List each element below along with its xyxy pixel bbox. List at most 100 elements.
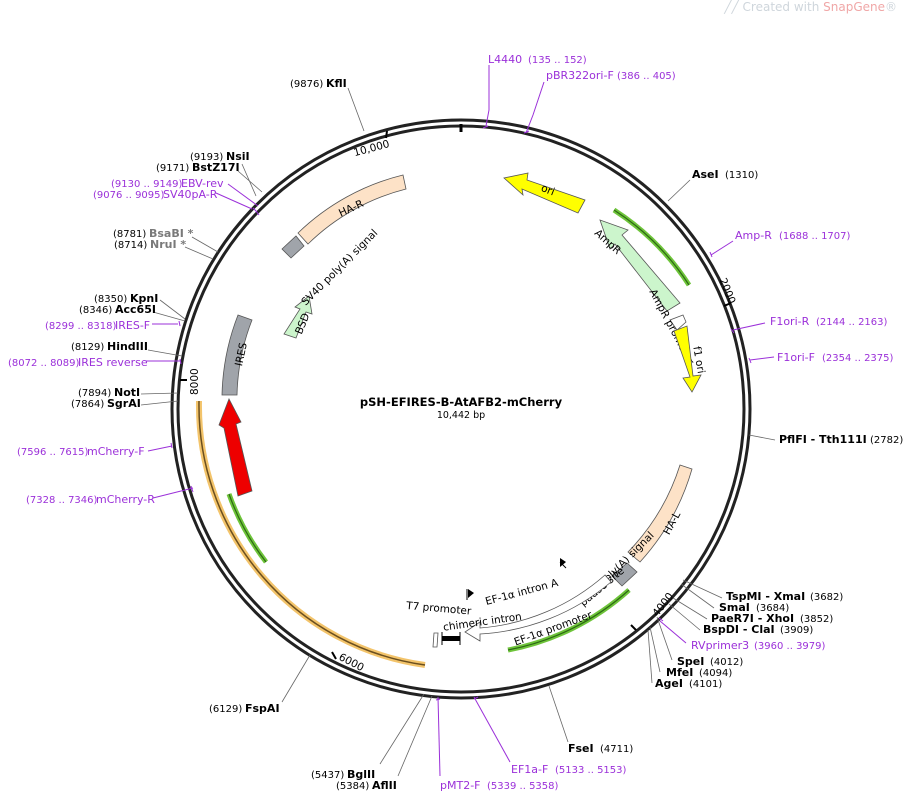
primer-mcherry-f-name: mCherry-F [87, 445, 145, 458]
site-kpni-pos: (8350) [94, 294, 127, 305]
primer-pmt2-f-range: (5339 .. 5358) [487, 781, 559, 792]
site-sgrai[interactable]: (7864) SgrAI [71, 397, 141, 410]
primer-ires-reverse-range: (8072 .. 8089) [8, 358, 80, 369]
site-nrui-name: NruI * [150, 238, 186, 251]
feature-label-ori: ori [539, 182, 556, 198]
tick-label-8000: 8000 [189, 368, 201, 395]
site-nsii-pos: (9193) [190, 152, 223, 163]
site-fsei[interactable]: FseI (4711) [568, 742, 633, 755]
site-spei-name: SpeI [677, 655, 704, 668]
site-bstz17i-name: BstZ17I [192, 161, 240, 174]
feature-ires [221, 314, 253, 396]
site-bsabi[interactable]: (8781) BsaBI * [113, 227, 194, 240]
watermark-reg: ® [885, 0, 897, 14]
site-agei[interactable]: AgeI (4101) [655, 677, 722, 690]
primer-l4440-name: L4440 [488, 53, 522, 66]
site-nsii[interactable]: (9193) NsiI [190, 150, 250, 163]
site-paer7i-xhoi[interactable]: PaeR7I - XhoI (3852) [711, 612, 833, 625]
site-smai-name: SmaI [719, 601, 750, 614]
site-hindiii-name: HindIII [107, 340, 148, 353]
primer-mcherry-r-name: mCherry-R [96, 493, 155, 506]
site-fsei-name: FseI [568, 742, 594, 755]
primer-f1ori-f-name: F1ori-F [777, 351, 815, 364]
primer-pbr322ori-f[interactable]: pBR322ori-F (386 .. 405) [546, 69, 676, 82]
site-kfli[interactable]: (9876) KflI [290, 77, 347, 90]
primer-ef1a-f[interactable]: EF1a-F (5133 .. 5153) [511, 763, 627, 776]
primer-f1ori-f[interactable]: F1ori-F (2354 .. 2375) [777, 351, 894, 364]
site-acc65i[interactable]: (8346) Acc65I [79, 303, 156, 316]
primer-sv40pa-r-range: (9076 .. 9095) [93, 190, 165, 201]
site-aflii-name: AflII [372, 779, 397, 792]
site-smai[interactable]: SmaI (3684) [719, 601, 789, 614]
orf-arcs [195, 207, 692, 668]
primer-l4440[interactable]: L4440 (135 .. 152) [488, 53, 587, 66]
feature-label-t7-promoter: T7 promoter [405, 600, 473, 618]
primer-pmt2-f[interactable]: pMT2-F (5339 .. 5358) [440, 779, 559, 792]
site-pflfi-pos: (2782) [870, 435, 903, 446]
primer-ires-f-name: IRES-F [115, 319, 150, 332]
primer-mcherry-r-range: (7328 .. 7346) [26, 495, 98, 506]
site-fspai[interactable]: (6129) FspAI [209, 702, 280, 715]
site-bspdi-name: BspDI - ClaI [703, 623, 775, 636]
feature-polya-signal [611, 562, 638, 587]
primer-ires-reverse[interactable]: (8072 .. 8089) IRES reverse [8, 356, 148, 369]
plasmid-name: pSH-EFIRES-B-AtAFB2-mCherry [360, 395, 563, 409]
primer-ef1a-f-range: (5133 .. 5153) [555, 765, 627, 776]
primer-rvprimer3[interactable]: RVprimer3 (3960 .. 3979) [691, 639, 826, 652]
site-pflfi-name: PflFI - Tth111I [779, 433, 867, 446]
site-noti-pos: (7894) [78, 388, 111, 399]
primer-mcherry-f[interactable]: (7596 .. 7615) mCherry-F [17, 445, 145, 458]
site-kfli-name: KflI [326, 77, 347, 90]
primer-sv40pa-r[interactable]: (9076 .. 9095) SV40pA-R [93, 188, 218, 201]
primer-mcherry-r[interactable]: (7328 .. 7346) mCherry-R [26, 493, 155, 506]
site-nrui[interactable]: (8714) NruI * [114, 238, 186, 251]
site-bstz17i[interactable]: (9171) BstZ17I [156, 161, 240, 174]
watermark-brand: SnapGene [823, 0, 885, 14]
site-asei[interactable]: AseI (1310) [692, 168, 758, 181]
feature-ampr [599, 219, 681, 312]
site-tspmi-name: TspMI - XmaI [726, 590, 805, 603]
site-kpni[interactable]: (8350) KpnI [94, 292, 158, 305]
site-acc65i-name: Acc65I [115, 303, 156, 316]
primer-f1ori-r[interactable]: F1ori-R (2144 .. 2163) [770, 315, 888, 328]
site-noti[interactable]: (7894) NotI [78, 386, 140, 399]
primer-ebv-rev-range: (9130 .. 9149) [111, 179, 183, 190]
site-spei[interactable]: SpeI (4012) [677, 655, 743, 668]
site-hindiii-pos: (8129) [71, 342, 104, 353]
snapgene-logo-icon: ╱╱ [724, 0, 743, 14]
site-bspdi-clai[interactable]: BspDI - ClaI (3909) [703, 623, 813, 636]
site-mfei[interactable]: MfeI (4094) [666, 666, 732, 679]
primer-ebv-rev[interactable]: (9130 .. 9149) EBV-rev [111, 177, 224, 190]
site-sgrai-name: SgrAI [107, 397, 141, 410]
primers: L4440 (135 .. 152) pBR322ori-F (386 .. 4… [8, 53, 894, 792]
feature-sv40-polya [281, 235, 305, 259]
site-bsabi-pos: (8781) [113, 229, 146, 240]
site-agei-name: AgeI [655, 677, 683, 690]
site-asei-name: AseI [692, 168, 719, 181]
site-hindiii[interactable]: (8129) HindIII [71, 340, 148, 353]
site-mfei-name: MfeI [666, 666, 693, 679]
site-bsabi-name: BsaBI * [149, 227, 194, 240]
site-noti-name: NotI [114, 386, 140, 399]
site-pflfi-tth111i[interactable]: PflFI - Tth111I (2782) [779, 433, 903, 446]
site-bglii-pos: (5437) [311, 770, 344, 781]
site-aflii[interactable]: (5384) AflII [336, 779, 397, 792]
site-tspmi-xmai[interactable]: TspMI - XmaI (3682) [726, 590, 843, 603]
primer-sv40pa-r-name: SV40pA-R [163, 188, 218, 201]
site-bstz17i-pos: (9171) [156, 163, 189, 174]
primer-ires-reverse-name: IRES reverse [78, 356, 148, 369]
feature-ef1a-promoter [464, 574, 612, 642]
primer-amp-r[interactable]: Amp-R (1688 .. 1707) [735, 229, 851, 242]
site-mfei-pos: (4094) [699, 668, 732, 679]
primer-amp-r-range: (1688 .. 1707) [779, 231, 851, 242]
backbone [170, 118, 752, 700]
feature-ha-l [627, 464, 693, 563]
site-spei-pos: (4012) [710, 657, 743, 668]
primer-ires-f[interactable]: (8299 .. 8318) IRES-F [45, 319, 150, 332]
primer-leaders [146, 65, 775, 777]
snapgene-watermark: ╱╱ Created with SnapGene® [724, 0, 897, 14]
site-bglii[interactable]: (5437) BglII [311, 768, 375, 781]
site-sgrai-pos: (7864) [71, 399, 104, 410]
site-kpni-name: KpnI [130, 292, 158, 305]
site-fsei-pos: (4711) [600, 744, 633, 755]
